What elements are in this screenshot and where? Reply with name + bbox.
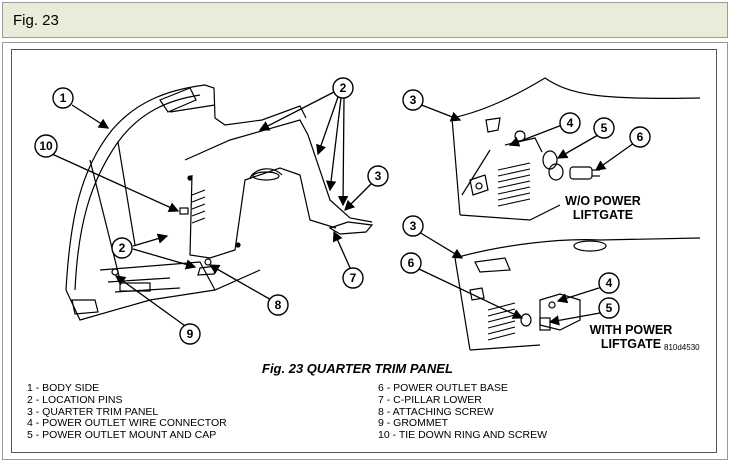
svg-text:2: 2 [119,241,126,255]
callout-9: 9 [179,323,201,345]
without-power-liftgate-label: W/O POWER LIFTGATE [565,194,641,222]
svg-text:6: 6 [408,256,415,270]
legend-item: 8 - ATTACHING SCREW [378,405,494,418]
figure-header-bar: Fig. 23 [2,2,728,38]
svg-text:6: 6 [637,130,644,144]
callout-6-lower-detail: 6 [400,252,422,274]
callout-3-main: 3 [367,165,389,187]
svg-text:4: 4 [606,276,613,290]
svg-text:3: 3 [410,219,417,233]
svg-text:3: 3 [375,169,382,183]
svg-text:3: 3 [410,93,417,107]
callout-4-lower-detail: 4 [598,272,620,294]
svg-text:1: 1 [60,91,67,105]
svg-text:2: 2 [340,81,347,95]
callout-2-bottom: 2 [111,237,133,259]
figure-caption: Fig. 23 QUARTER TRIM PANEL [262,361,453,376]
callout-5-lower-detail: 5 [598,297,620,319]
callout-4-upper-detail: 4 [559,112,581,134]
callout-6-upper-detail: 6 [629,126,651,148]
callout-8: 8 [267,294,289,316]
svg-text:9: 9 [187,327,194,341]
svg-text:5: 5 [606,301,613,315]
svg-text:7: 7 [350,271,357,285]
legend-right-column: 6 - POWER OUTLET BASE 7 - C-PILLAR LOWER… [378,382,547,442]
figure-title: Fig. 23 [13,12,59,29]
callout-3-lower-detail: 3 [402,215,424,237]
callout-1: 1 [52,87,74,109]
detail-with-power-liftgate [454,237,701,351]
legend-item: 7 - C-PILLAR LOWER [378,393,482,406]
callout-2-top: 2 [332,77,354,99]
callout-10: 10 [34,134,58,158]
reference-code: 810d4530 [664,343,700,352]
legend-item: 9 - GROMMET [378,417,448,430]
callouts: 1 2 3 7 8 10 2 9 3 4 5 6 3 6 4 5 [34,77,651,345]
with-power-liftgate-label: WITH POWER LIFTGATE [589,323,673,351]
legend-item: 1 - BODY SIDE [27,382,100,394]
svg-text:5: 5 [601,121,608,135]
legend-item: 3 - QUARTER TRIM PANEL [27,405,159,418]
svg-text:8: 8 [275,298,282,312]
legend-item: 4 - POWER OUTLET WIRE CONNECTOR [27,417,227,430]
callout-5-upper-detail: 5 [593,117,615,139]
svg-text:4: 4 [567,116,574,130]
callout-3-upper-detail: 3 [402,89,424,111]
legend-item: 10 - TIE DOWN RING AND SCREW [378,429,547,442]
legend-item: 6 - POWER OUTLET BASE [378,382,508,394]
diagram-border [11,49,717,453]
main-view [65,84,374,321]
leader-lines [51,91,635,329]
legend-item: 2 - LOCATION PINS [27,393,123,406]
legend-item: 5 - POWER OUTLET MOUNT AND CAP [27,429,217,442]
svg-text:10: 10 [39,139,53,153]
legend-left-column: 1 - BODY SIDE 2 - LOCATION PINS 3 - QUAR… [27,382,227,442]
callout-7: 7 [342,267,364,289]
